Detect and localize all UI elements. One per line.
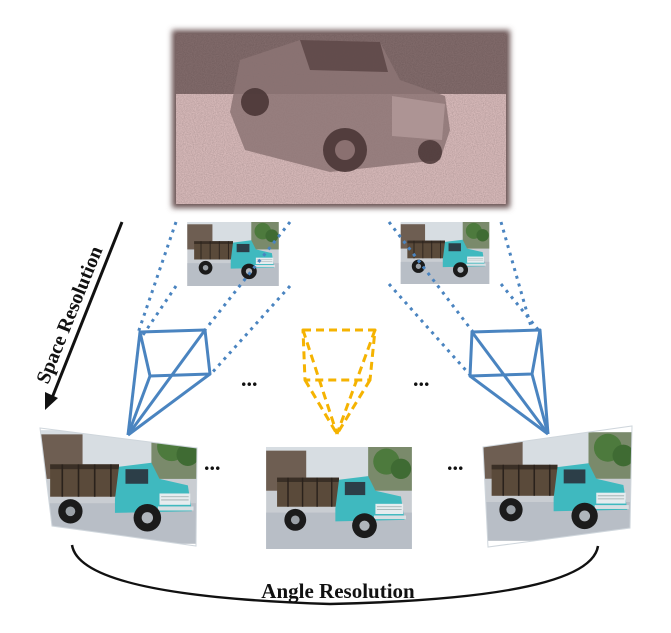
angle-resolution-label: Angle Resolution (261, 579, 415, 603)
reconstruction-image (172, 30, 510, 208)
lower-center-photo (265, 447, 413, 549)
ellipsis-upper-left: ... (241, 366, 258, 391)
space-resolution-label: Space Resolution (32, 243, 107, 387)
lower-right-photo (482, 425, 633, 548)
right-camera-frustum (468, 328, 550, 436)
left-camera-frustum (126, 328, 212, 437)
lower-left-photo (39, 427, 198, 547)
upper-right-photo (400, 222, 490, 284)
angle-resolution-arc (70, 544, 600, 606)
virtual-camera-frustum (301, 328, 377, 435)
upper-left-photo (176, 222, 290, 286)
space-resolution-arrow (45, 221, 124, 410)
ellipsis-lower-right: ... (447, 450, 464, 475)
ellipsis-upper-right: ... (413, 366, 430, 391)
ellipsis-lower-left: ... (204, 450, 221, 475)
upper-right-projection-lines (387, 221, 542, 376)
upper-left-projection-lines (136, 221, 292, 377)
